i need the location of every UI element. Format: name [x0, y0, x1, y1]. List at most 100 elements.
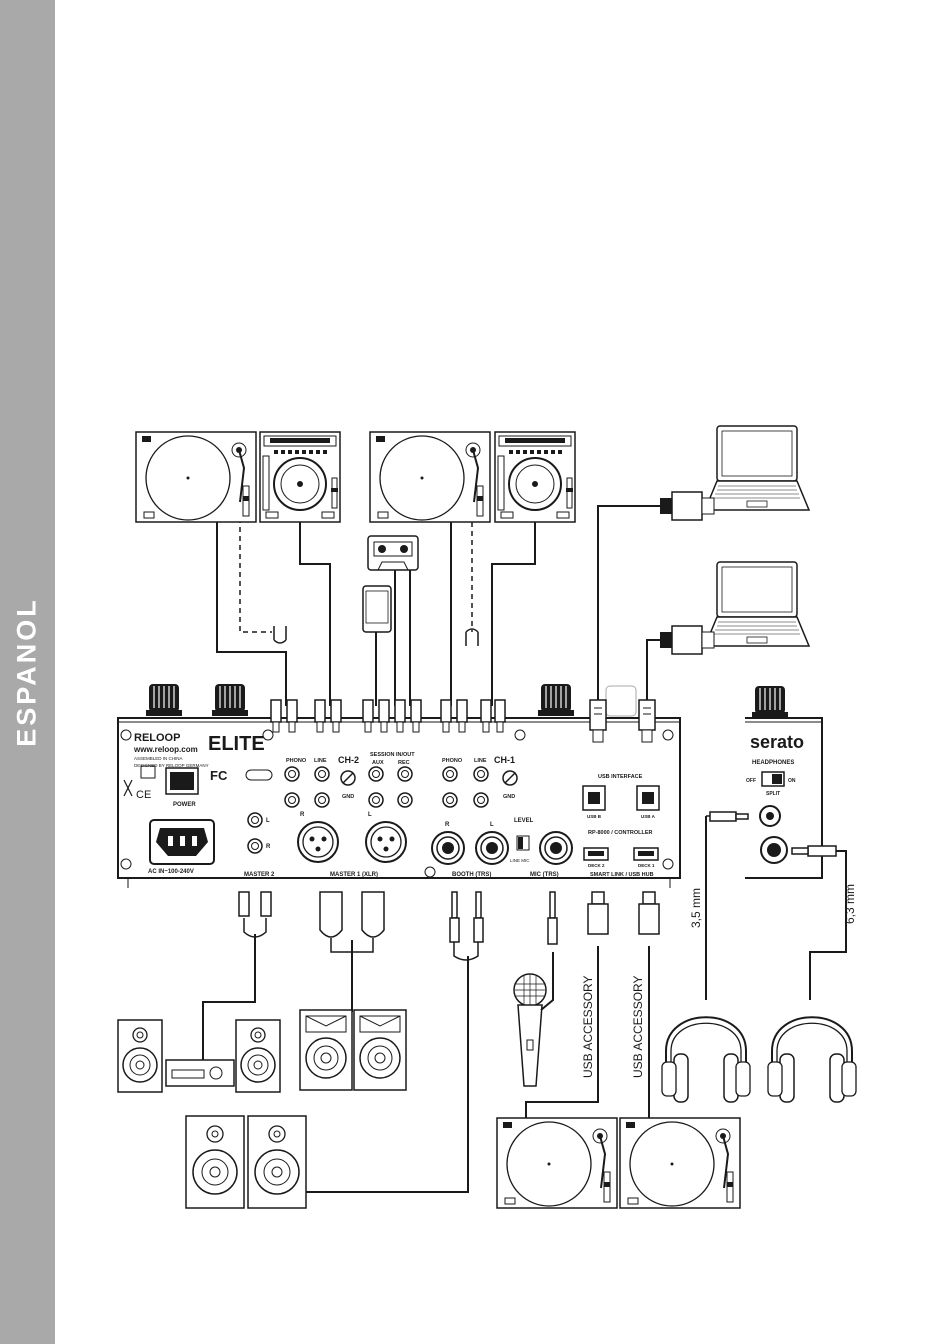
aux-rca-l[interactable]	[368, 766, 384, 782]
svg-text:FC: FC	[210, 768, 228, 783]
ch2-line-rca-r[interactable]	[314, 792, 330, 808]
session-label: SESSION IN/OUT	[370, 752, 415, 758]
svg-text:L: L	[266, 818, 270, 824]
turntable-ch2	[135, 431, 257, 523]
reloop-logo: RELOOP	[134, 732, 180, 744]
master1-xlr-l[interactable]	[365, 821, 407, 863]
cd-player-ch2	[259, 431, 341, 523]
svg-text:R: R	[266, 844, 271, 850]
serato-logo: serato	[750, 732, 804, 752]
usb-b-label: USB B	[587, 814, 602, 819]
usb-interface-label: USB INTERFACE	[598, 774, 643, 780]
rp-controller-label: RP-8000 / CONTROLLER	[588, 830, 653, 836]
website-label: www.reloop.com	[133, 745, 198, 754]
svg-text:R: R	[445, 822, 450, 828]
certification-marks: FC CE	[123, 765, 273, 801]
mic-jack[interactable]	[539, 831, 573, 865]
laptop-2	[704, 561, 810, 647]
rec-label: REC	[398, 760, 410, 766]
pa-speaker-right	[299, 1009, 353, 1091]
usb-cable-laptop-2	[660, 625, 715, 655]
ch2-phono-rca-r[interactable]	[284, 792, 300, 808]
rp8000-turntable-deck1	[619, 1117, 741, 1209]
master2-rca-l[interactable]	[247, 812, 263, 828]
language-sidebar	[0, 0, 55, 1344]
jack-small-label: 3,5 mm	[689, 888, 703, 928]
usb-accessory-label-1: USB ACCESSORY	[581, 976, 595, 1078]
headphone-plug-large	[791, 845, 837, 857]
split-off-label: OFF	[746, 778, 756, 784]
master1-label: MASTER 1 (XLR)	[330, 872, 378, 878]
headphones-1	[661, 1016, 751, 1103]
line-mic-label: LINE MIC	[510, 858, 530, 863]
ch1-line-label: LINE	[474, 758, 487, 764]
booth-trs-plugs	[449, 891, 484, 961]
booth-monitor-left	[185, 1115, 245, 1209]
aux-label: AUX	[372, 760, 384, 766]
microphone-icon	[513, 973, 547, 1087]
designed-label: DESIGNED BY RELOOP GERMANY	[134, 763, 209, 768]
power-label: POWER	[173, 802, 196, 808]
laptop-1	[704, 425, 810, 511]
rp8000-turntable-deck2	[496, 1117, 618, 1209]
mic-trs-plug	[547, 891, 558, 945]
svg-text:L: L	[490, 822, 494, 828]
master1-xlr-plugs	[319, 891, 385, 953]
hifi-speaker-right	[235, 1019, 281, 1093]
usb-accessory-label-2: USB ACCESSORY	[631, 976, 645, 1078]
mic-label: MIC (TRS)	[530, 872, 559, 878]
ch1-phono-rca-r[interactable]	[442, 792, 458, 808]
usb-plugs-bottom	[587, 891, 660, 935]
model-label: ELITE	[208, 733, 265, 755]
split-label: SPLIT	[766, 791, 780, 797]
hifi-amplifier	[165, 1059, 235, 1087]
cables	[202, 500, 847, 1193]
assembled-label: ASSEMBLED IN CHINA	[134, 756, 183, 761]
hifi-speaker-left	[117, 1019, 163, 1093]
ch2-phono-rca-l[interactable]	[284, 766, 300, 782]
power-switch[interactable]	[165, 767, 199, 795]
ch1-phono-label: PHONO	[442, 758, 463, 764]
ac-in-label: AC IN~100-240V	[148, 869, 194, 875]
y-adapter-ch2	[273, 626, 287, 644]
ch2-phono-label: PHONO	[286, 758, 307, 764]
master1-xlr-r[interactable]	[297, 821, 339, 863]
rec-rca-l[interactable]	[397, 766, 413, 782]
headphones-label: HEADPHONES	[752, 760, 794, 766]
ch1-gnd-label: GND	[503, 794, 515, 800]
cassette-deck-icon	[367, 535, 419, 571]
mixer-front-panel	[745, 685, 823, 879]
deck2-label: DECK 2	[588, 863, 605, 868]
mic-level-label: LEVEL	[514, 818, 534, 824]
headphone-plug-small	[706, 811, 749, 822]
headphones-2	[767, 1016, 857, 1103]
pa-speaker-left	[353, 1009, 407, 1091]
rec-rca-r[interactable]	[397, 792, 413, 808]
smart-link-label: SMART LINK / USB HUB	[590, 872, 654, 878]
svg-text:L: L	[368, 812, 372, 818]
booth-jack-r[interactable]	[431, 831, 465, 865]
jack-large-label: 6,3 mm	[843, 884, 857, 924]
ch1-line-rca-r[interactable]	[473, 792, 489, 808]
booth-jack-l[interactable]	[475, 831, 509, 865]
usb-cable-laptop-1	[660, 491, 715, 521]
ac-power-inlet[interactable]	[149, 819, 215, 865]
aux-rca-r[interactable]	[368, 792, 384, 808]
ch1-label: CH-1	[494, 755, 515, 765]
ch1-line-rca-l[interactable]	[473, 766, 489, 782]
smartphone-icon	[362, 585, 392, 633]
ch2-line-rca-l[interactable]	[314, 766, 330, 782]
ch2-gnd-label: GND	[342, 794, 354, 800]
usb-a-label: USB A	[641, 814, 656, 819]
booth-monitor-right	[247, 1115, 307, 1209]
ch2-line-label: LINE	[314, 758, 327, 764]
y-adapter-ch1	[465, 628, 479, 646]
svg-text:CE: CE	[136, 789, 151, 801]
master2-rca-r[interactable]	[247, 838, 263, 854]
master2-rca-plugs	[238, 891, 272, 917]
ch1-phono-rca-l[interactable]	[442, 766, 458, 782]
master2-label: MASTER 2	[244, 872, 275, 878]
booth-label: BOOTH (TRS)	[452, 872, 491, 878]
cd-player-ch1	[494, 431, 576, 523]
